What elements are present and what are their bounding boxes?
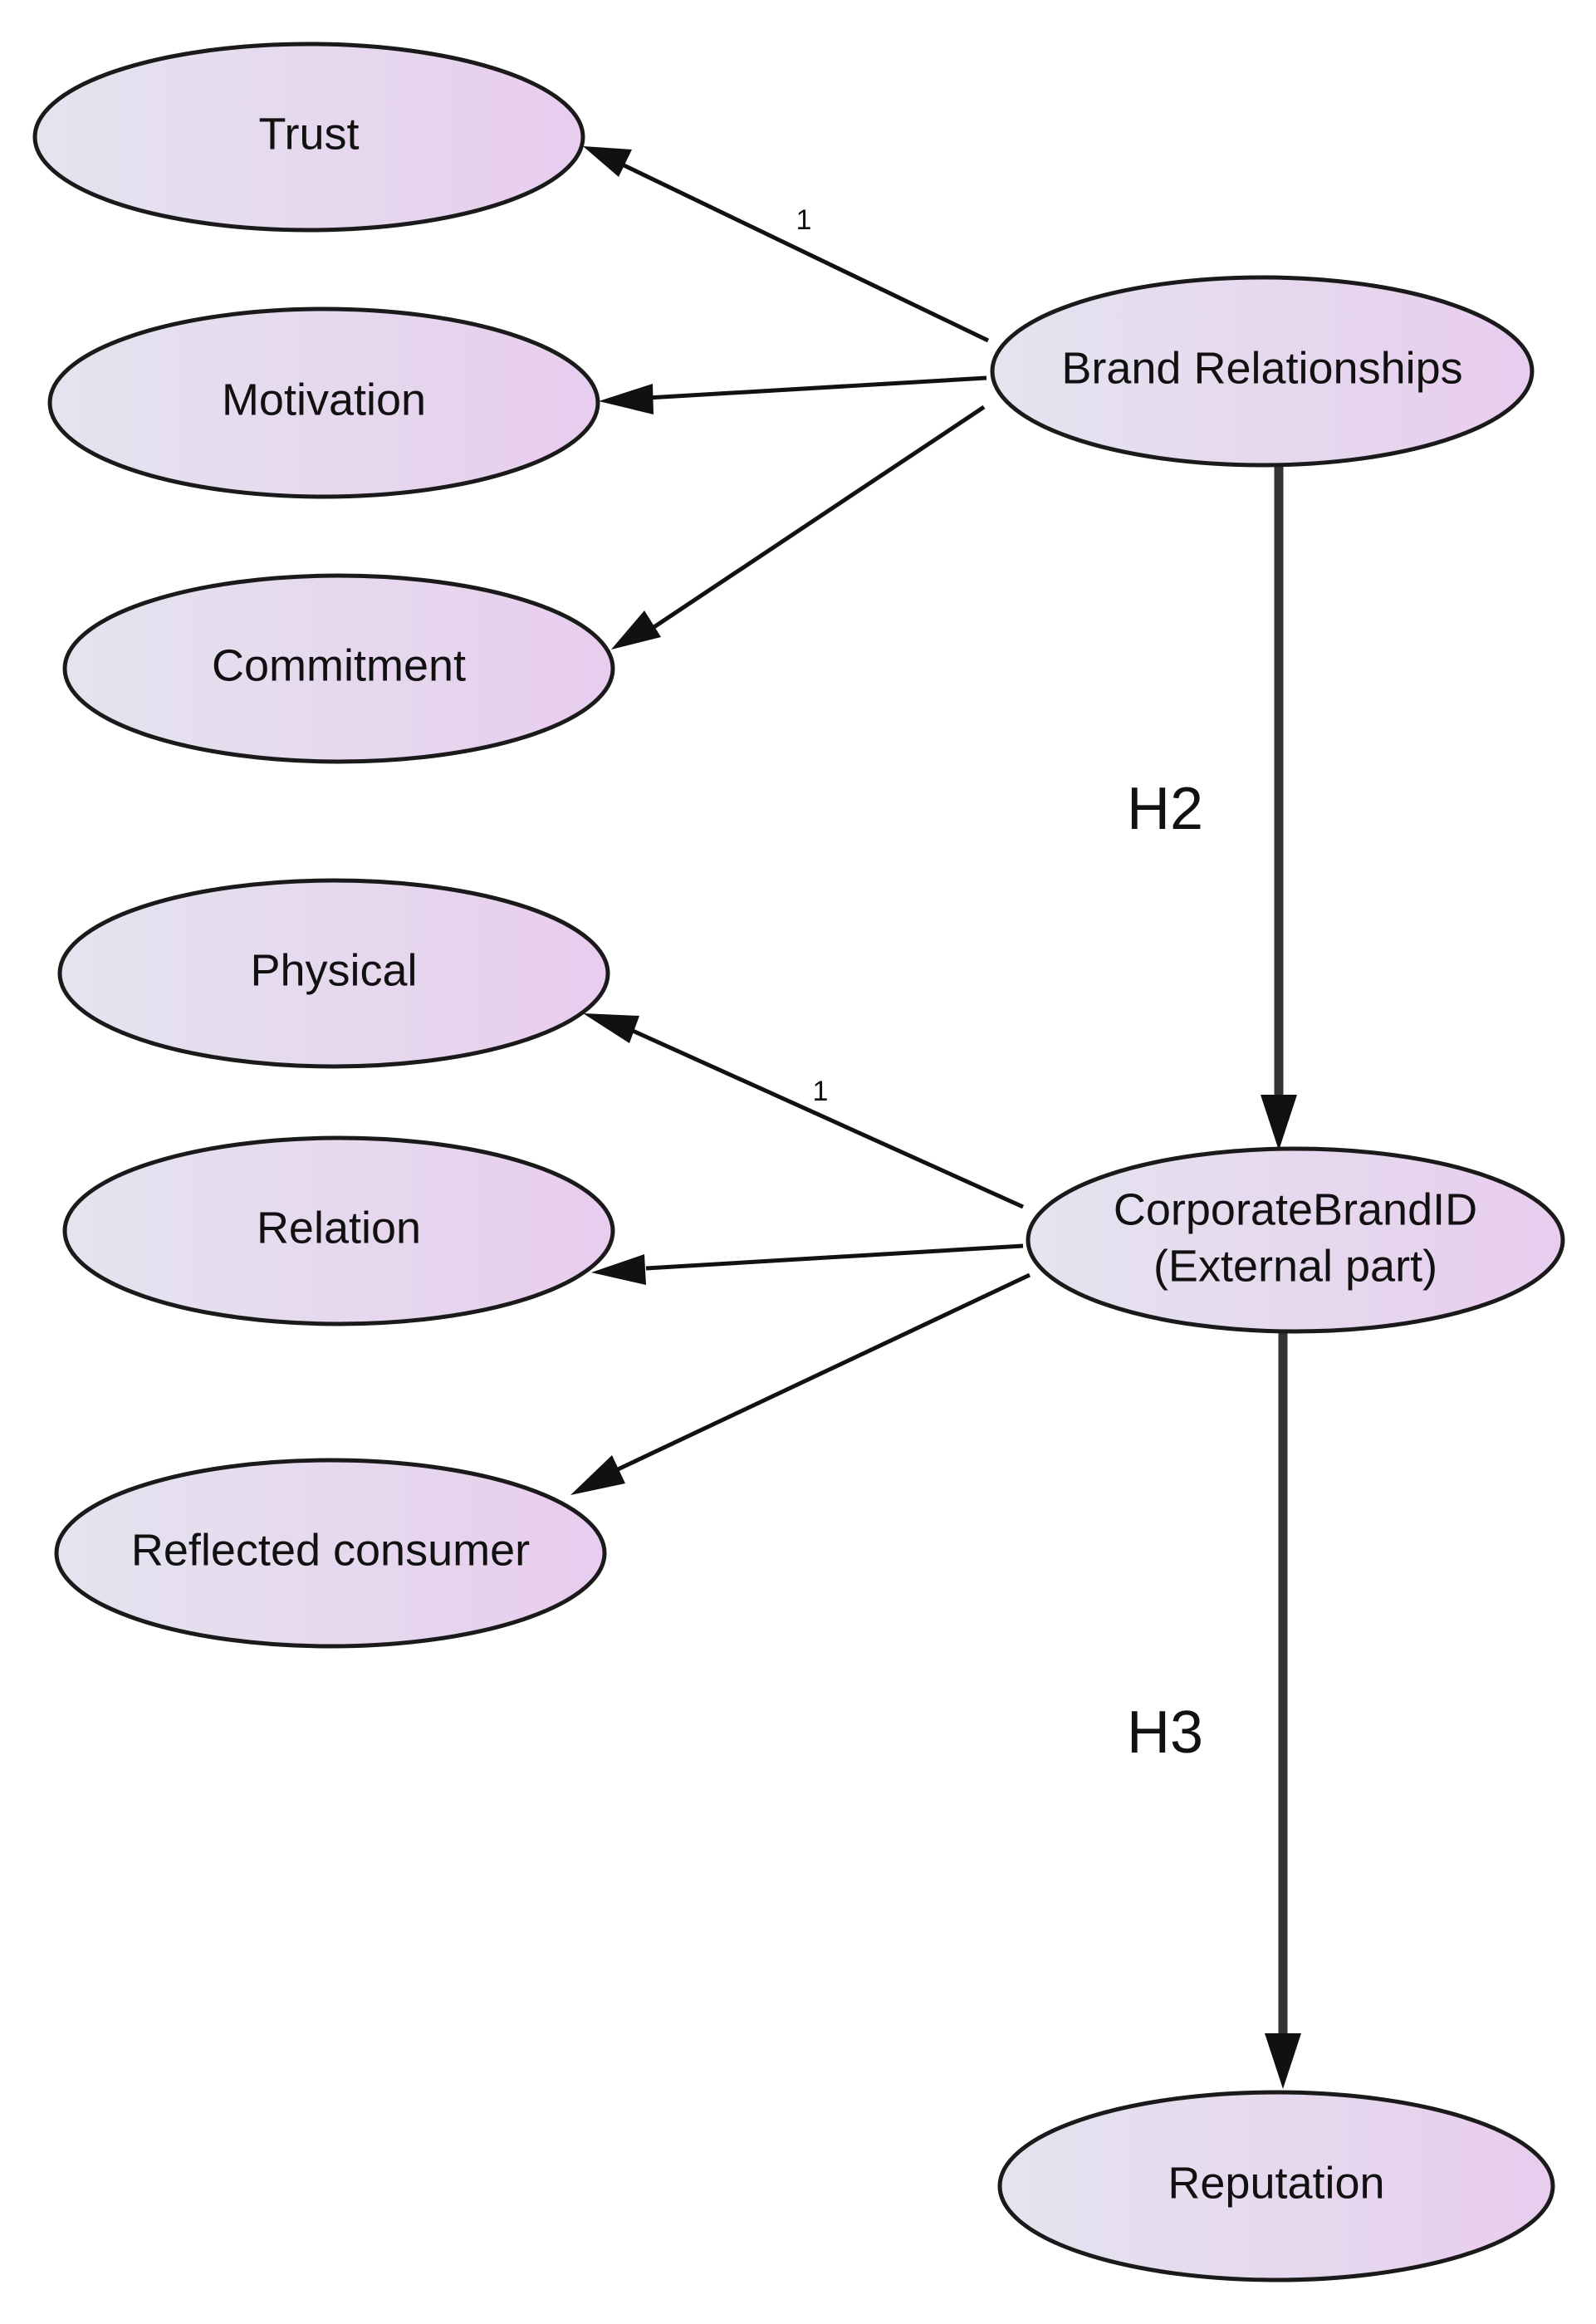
node-label-relation: Relation	[257, 1203, 421, 1253]
edges: 1 1	[570, 146, 1301, 2089]
edge-brand-to-commitment	[646, 404, 986, 634]
node-label-corporate-brand-id-line-1: CorporateBrandID	[1114, 1184, 1477, 1234]
node-physical: Physical	[57, 878, 610, 1069]
edge-corp-to-relation-arrowhead	[591, 1254, 646, 1285]
edge-brand-to-trust-label: 1	[796, 204, 812, 236]
node-reputation: Reputation	[997, 2090, 1555, 2282]
edge-brand-to-commitment-arrowhead	[611, 610, 661, 650]
edge-brand-to-trust	[617, 160, 990, 343]
node-label-reputation: Reputation	[1168, 2158, 1384, 2208]
node-motivation: Motivation	[47, 306, 600, 499]
node-label-motivation: Motivation	[222, 375, 426, 424]
node-label-physical: Physical	[250, 945, 417, 995]
node-commitment: Commitment	[62, 573, 615, 764]
node-brand-relationships: Brand Relationships	[990, 275, 1535, 468]
node-label-corporate-brand-id-line-2: (External part)	[1153, 1241, 1437, 1291]
node-relation: Relation	[62, 1135, 615, 1326]
edge-brand-to-motivation-arrowhead	[599, 384, 654, 414]
hypothesis-label-h3: H3	[1127, 1699, 1203, 1766]
edge-brand-to-motivation	[647, 375, 987, 400]
hypothesis-label-h2: H2	[1127, 776, 1203, 842]
node-label-trust: Trust	[259, 109, 360, 159]
edge-corp-to-reflected	[614, 1272, 1031, 1473]
node-label-commitment: Commitment	[212, 640, 466, 690]
node-reflected-consumer: Reflected consumer	[54, 1458, 607, 1649]
edge-corp-to-relation	[645, 1243, 1024, 1271]
edge-corp-to-physical-arrowhead	[583, 1013, 639, 1043]
edge-brand-to-trust-arrowhead	[583, 146, 632, 177]
edge-corp-to-physical-label: 1	[813, 1076, 829, 1107]
edge-corp-to-physical	[631, 1028, 1025, 1209]
node-trust: Trust	[32, 42, 585, 233]
edge-h2-arrowhead	[1261, 1095, 1297, 1150]
node-label-reflected-consumer: Reflected consumer	[131, 1525, 530, 1575]
edge-h3-arrowhead	[1265, 2033, 1301, 2089]
node-corporate-brand-id: CorporateBrandID (External part)	[1026, 1146, 1565, 1334]
node-label-brand-relationships: Brand Relationships	[1061, 343, 1462, 393]
edge-corp-to-reflected-arrowhead	[570, 1455, 625, 1495]
